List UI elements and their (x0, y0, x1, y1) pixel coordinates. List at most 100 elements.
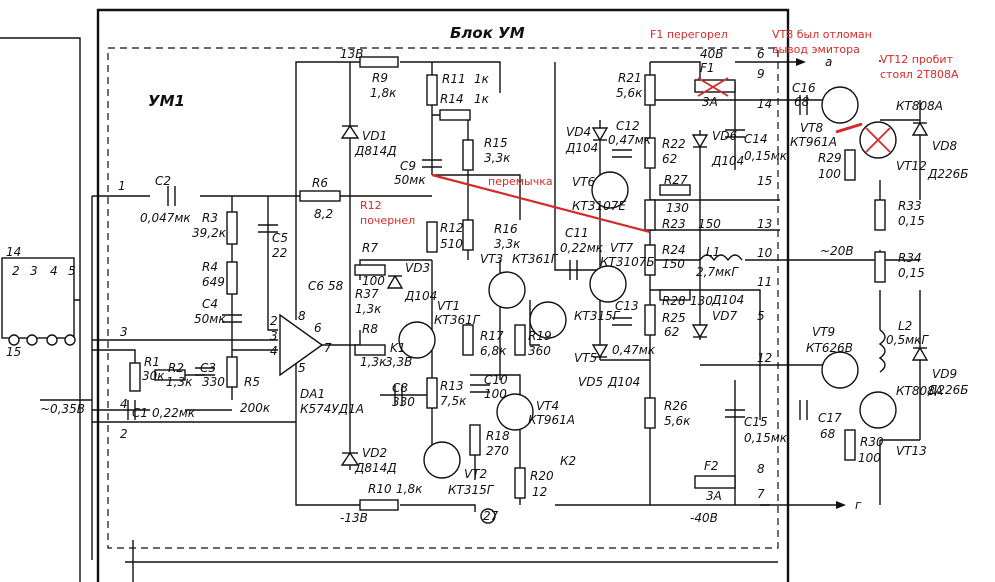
lbl-r34: R34 (898, 251, 922, 265)
val-r22: 62 (662, 152, 677, 166)
val-r9: 1,8к (370, 86, 397, 100)
lbl-f1: F1 (700, 61, 715, 75)
val-vt7: КТ3107Б (600, 255, 655, 269)
net-k2: К2 (560, 454, 576, 468)
lbl-c12: C12 (616, 119, 640, 133)
lbl-r8: R8 (362, 322, 378, 336)
lbl-r5: R5 (244, 375, 260, 389)
diodes (340, 121, 929, 466)
net-ac035: ~0,35В (40, 402, 85, 416)
da1-pin-3: 3 (270, 329, 278, 343)
val-vd4: Д104 (565, 141, 598, 155)
val-l1: 2,7мкГ (696, 265, 739, 279)
out-g: г (855, 498, 862, 512)
val-r33: 0,15 (898, 214, 925, 228)
val-da1: К574УД1А (300, 402, 364, 416)
lbl-r1: R1 (144, 355, 160, 369)
lbl-c17: C17 (818, 411, 842, 425)
lbl-l1: L1 (706, 245, 720, 259)
lbl-r14: R14 (440, 92, 464, 106)
lbl-r3: R3 (202, 211, 218, 225)
lbl-vt4: VT4 (536, 399, 559, 413)
val-vt12: КТ808А (896, 99, 943, 113)
val-r29: 100 (818, 167, 841, 181)
val-vt6: КТ3107Е (572, 199, 626, 213)
left-pin-2: 2 (12, 264, 20, 278)
lbl-r11: R11 (442, 72, 466, 86)
component-labels: C2 0,047мк R3 39,2к C5 22 R4 649 C4 50мк… (132, 61, 969, 503)
lbl-c9: C9 (400, 159, 416, 173)
net-ac20: ~20В (820, 244, 854, 258)
val-f1: 3А (702, 95, 718, 109)
lbl-c2: C2 (155, 174, 171, 188)
val-c6: 58 (328, 279, 344, 293)
lbl-vt1: VT1 (437, 299, 460, 313)
note-vt12-1: VT12 пробит (880, 53, 954, 66)
note-f1: F1 перегорел (650, 28, 728, 41)
lbl-c10: C10 (484, 373, 508, 387)
lbl-c6: C6 (308, 279, 324, 293)
val-vt13: КТ808А (896, 384, 943, 398)
sheet-ref: 27 (483, 509, 499, 523)
lbl-vd7: VD7 (712, 309, 737, 323)
lbl-vt2: VT2 (464, 467, 487, 481)
val-vt2: КТ315Г (448, 483, 495, 497)
val-vt4: КТ961А (528, 413, 575, 427)
val-r11: 1к (474, 72, 490, 86)
val-c10: 100 (484, 387, 507, 401)
lbl-da1: DA1 (300, 387, 325, 401)
lbl-c3: C3 (200, 361, 216, 375)
lbl-r37: R37 (355, 287, 379, 301)
da1-pin-2: 2 (270, 314, 278, 328)
val-r15: 3,3к (484, 151, 511, 165)
output-arrows (480, 58, 846, 524)
lbl-c4: C4 (202, 297, 218, 311)
lbl-c8: C8 (392, 381, 408, 395)
pin-8: 8 (757, 462, 765, 476)
note-r12-1: R12 (360, 199, 382, 212)
da1-pin-5: 5 (298, 361, 306, 375)
lbl-c5: C5 (272, 231, 288, 245)
da1-pin-4: 4 (270, 344, 278, 358)
val-r12: 510 (440, 237, 463, 251)
val-c16: 68 (794, 95, 810, 109)
val-c12: 0,47мк (608, 133, 652, 147)
val-r2: 1,3к (166, 375, 193, 389)
da1-pin-8: 8 (298, 309, 306, 323)
net-minus40: -40В (690, 511, 718, 525)
val-r7: 100 (362, 274, 385, 288)
val-c3: 330 (202, 375, 225, 389)
lbl-vd6: VD6 (712, 129, 737, 143)
lbl-r27: R27 (664, 173, 688, 187)
lbl-r18: R18 (486, 429, 510, 443)
val-c15: 0,15мк (744, 431, 788, 445)
val-vd7: Д104 (711, 293, 744, 307)
lbl-r17: R17 (480, 329, 504, 343)
left-conn-14: 14 (6, 245, 21, 259)
left-pin-5: 5 (68, 264, 76, 278)
val-r26: 5,6к (664, 414, 691, 428)
note-vt8-2: вывод эмитора (772, 43, 860, 56)
lbl-l2: L2 (898, 319, 912, 333)
left-connector (1, 257, 76, 346)
val-vd5: Д104 (607, 375, 640, 389)
val-vd1: Д814Д (354, 144, 397, 158)
lbl-k1: K1 (390, 341, 406, 355)
pin-9: 9 (757, 67, 765, 81)
lbl-r22: R22 (662, 137, 686, 151)
val-vt9: КТ626В (806, 341, 853, 355)
lbl-r28: R28 (662, 294, 686, 308)
lbl-vt7: VT7 (610, 241, 634, 255)
val-r21: 5,6к (616, 86, 643, 100)
lbl-vd2: VD2 (362, 446, 387, 460)
lbl-vt12: VT12 (896, 159, 927, 173)
lbl-vd9: VD9 (932, 367, 957, 381)
val-c4: 50мк (194, 312, 226, 326)
note-vt8-1: VT8 был отломан (772, 28, 872, 41)
val-c14: 0,15мк (744, 149, 788, 163)
val-vt3: КТ361Г (512, 252, 559, 266)
val-c9: 50мк (394, 173, 426, 187)
lbl-r19: R19 (528, 329, 552, 343)
lbl-r10: R10 (368, 482, 392, 496)
lbl-r7: R7 (362, 241, 378, 255)
